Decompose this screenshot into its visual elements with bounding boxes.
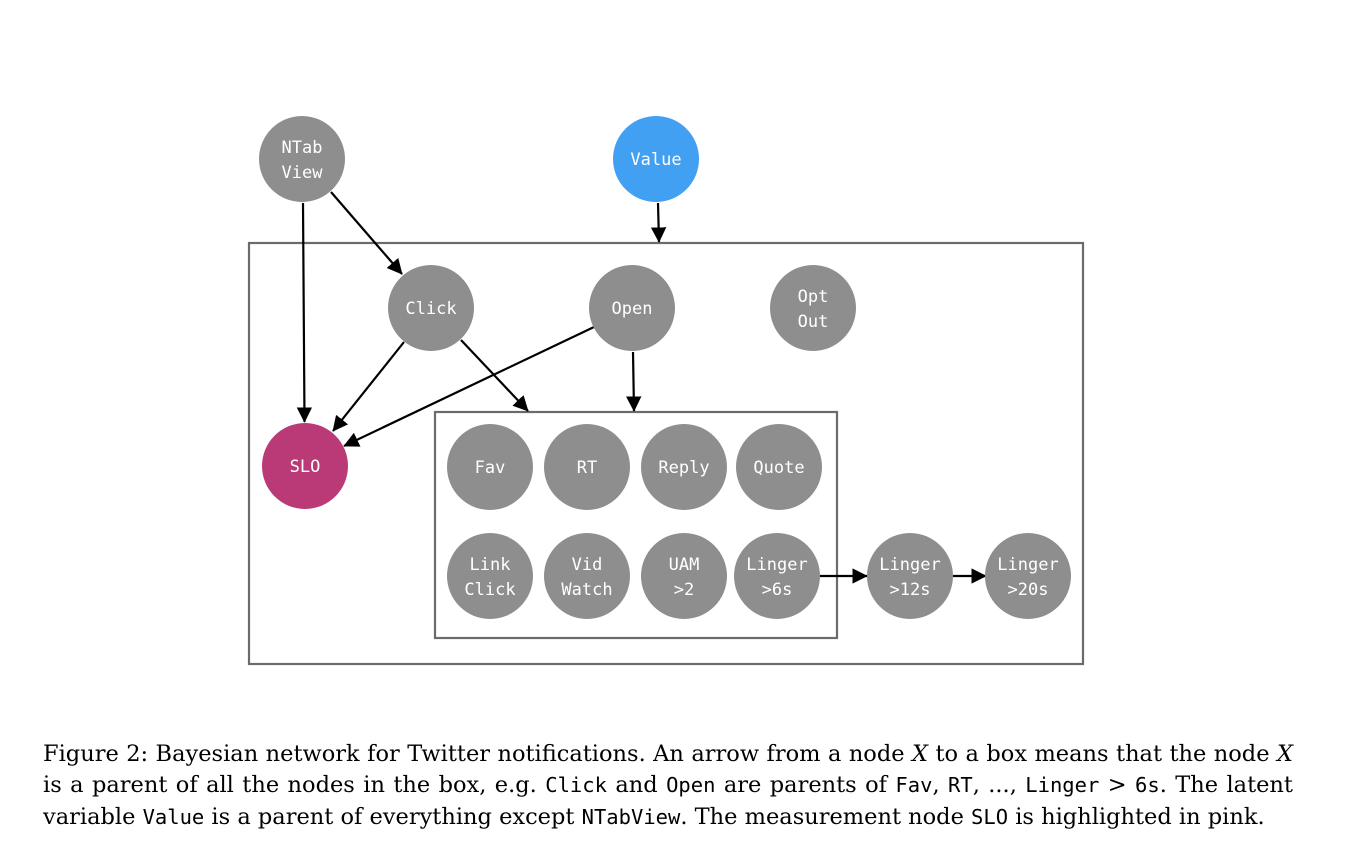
node-fav: Fav xyxy=(447,424,533,510)
node-linger20-label-2: >20s xyxy=(1008,580,1049,600)
node-open: Open xyxy=(589,265,675,351)
caption-code-rt: RT xyxy=(948,773,973,798)
inner-plate xyxy=(433,410,839,640)
caption-code-open: Open xyxy=(666,773,716,798)
node-optout-label-1: Opt xyxy=(798,287,829,307)
node-linger20: Linger >20s xyxy=(985,533,1071,619)
caption-code-6s: 6s xyxy=(1135,773,1160,798)
node-open-label: Open xyxy=(612,299,653,319)
caption-text: to a box means that the node xyxy=(928,740,1277,767)
edge-value-outer-plate xyxy=(650,202,667,243)
outer-plate xyxy=(247,241,1085,666)
node-slo: SLO xyxy=(262,423,348,509)
node-linger6: Linger >6s xyxy=(734,533,820,619)
node-click: Click xyxy=(388,265,474,351)
caption-text: > xyxy=(1099,772,1135,799)
node-fav-label: Fav xyxy=(475,458,506,478)
caption-text: . The latent variable xyxy=(43,772,1293,831)
caption-code-linger: Linger xyxy=(1025,773,1100,798)
edge-open-slo xyxy=(343,326,595,447)
node-linkclick-label-1: Link xyxy=(470,555,511,575)
node-linger20-label-1: Linger xyxy=(997,555,1058,575)
node-linger12-label-1: Linger xyxy=(879,555,940,575)
caption-text: is a parent of all the nodes in the box,… xyxy=(43,772,546,799)
node-ntabview-label-2: View xyxy=(282,163,324,183)
node-value: Value xyxy=(613,116,699,202)
node-rt: RT xyxy=(544,424,630,510)
node-uam: UAM >2 xyxy=(641,533,727,619)
node-click-label: Click xyxy=(405,299,456,319)
node-linger6-label-2: >6s xyxy=(762,580,793,600)
node-linkclick: Link Click xyxy=(447,533,533,619)
caption-math-x: X xyxy=(912,740,929,767)
edge-ntabview-slo xyxy=(296,202,313,423)
node-slo-label: SLO xyxy=(290,457,321,477)
edges xyxy=(296,191,987,584)
caption-text: , xyxy=(932,772,948,799)
node-uam-label-1: UAM xyxy=(669,555,700,575)
node-uam-label-2: >2 xyxy=(674,580,694,600)
node-optout-label-2: Out xyxy=(798,312,829,332)
node-linger12-label-2: >12s xyxy=(890,580,931,600)
node-ntabview: NTab View xyxy=(259,116,345,202)
node-vidwatch-label-1: Vid xyxy=(572,555,603,575)
edge-open-inner-plate xyxy=(626,351,642,412)
node-ntabview-label-1: NTab xyxy=(282,138,323,158)
edge-click-slo xyxy=(332,341,405,432)
node-value-label: Value xyxy=(630,150,681,170)
node-reply: Reply xyxy=(641,424,727,510)
node-vidwatch: Vid Watch xyxy=(544,533,630,619)
caption-code-ntabview: NTabView xyxy=(581,805,681,830)
caption-text: , ..., xyxy=(972,772,1026,799)
node-linkclick-label-2: Click xyxy=(464,580,515,600)
node-quote: Quote xyxy=(736,424,822,510)
caption-code-fav: Fav xyxy=(895,773,933,798)
caption-code-slo: SLO xyxy=(971,805,1009,830)
node-reply-label: Reply xyxy=(658,458,709,478)
caption-code-click: Click xyxy=(545,773,607,798)
caption-text: is a parent of everything except xyxy=(204,804,582,831)
caption-text: Figure 2: Bayesian network for Twitter n… xyxy=(43,740,913,767)
node-linger12: Linger >12s xyxy=(867,533,953,619)
node-linger6-label-1: Linger xyxy=(746,555,807,575)
caption-text: . The measurement node xyxy=(680,804,972,831)
caption-text: are parents of xyxy=(715,772,896,799)
caption-math-x: X xyxy=(1276,740,1293,767)
node-optout: Opt Out xyxy=(770,265,856,351)
node-quote-label: Quote xyxy=(753,458,804,478)
caption-text: is highlighted in pink. xyxy=(1008,804,1265,831)
figure-caption: Figure 2: Bayesian network for Twitter n… xyxy=(43,739,1293,834)
caption-code-value: Value xyxy=(142,805,205,830)
edge-ntabview-click xyxy=(330,191,403,275)
bayesian-network-diagram: NTab View Value Click Open Opt Out SLO F… xyxy=(247,116,1085,666)
caption-text: and xyxy=(606,772,667,799)
node-rt-label: RT xyxy=(577,458,597,478)
node-vidwatch-label-2: Watch xyxy=(561,580,612,600)
